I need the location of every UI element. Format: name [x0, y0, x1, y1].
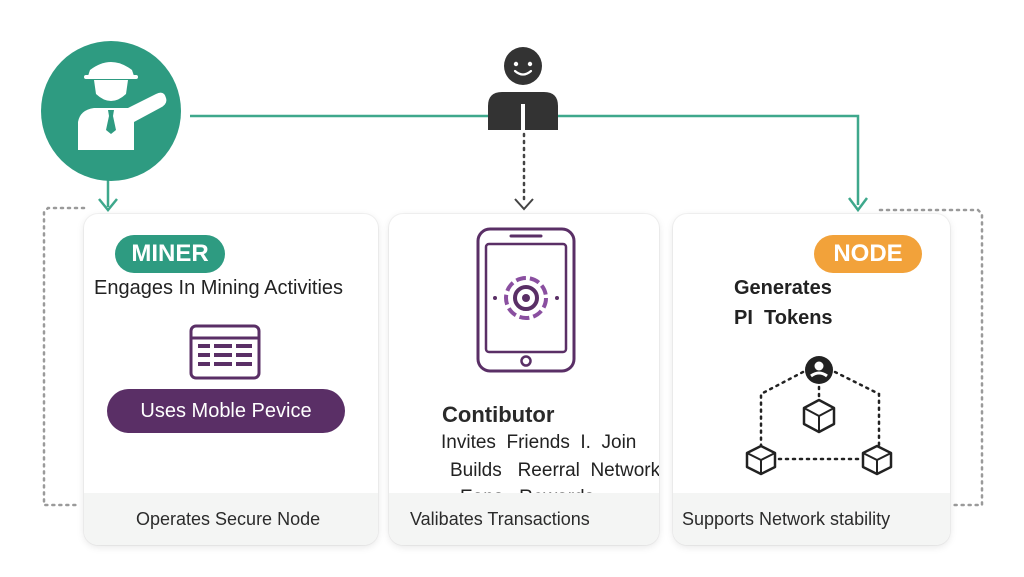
node-network-icon	[741, 354, 901, 483]
spreadsheet-icon	[189, 324, 261, 387]
node-footer: Supports Network stability	[673, 493, 950, 545]
node-line-2: PI Tokens	[734, 307, 833, 329]
smartphone-icon	[475, 226, 579, 381]
miner-card: MINER Engages In Mining Activities Uses …	[84, 214, 378, 545]
node-badge: NODE	[814, 235, 922, 273]
contributor-card: Contibutor Invites Friends I. Join Build…	[389, 214, 659, 545]
miner-heading: Engages In Mining Activities	[94, 277, 344, 299]
contributor-footer: Valibates Transactions	[389, 493, 659, 545]
contributor-line-1: Invites Friends I. Join	[441, 432, 637, 453]
person-icon	[484, 46, 562, 132]
miner-with-hardhat-icon	[38, 38, 184, 184]
uses-mobile-device-button[interactable]: Uses Moble Pevice	[107, 389, 345, 433]
node-line-1: Generates	[734, 277, 832, 299]
contributor-line-2: Builds Reerral Network	[450, 460, 659, 481]
contributor-title: Contibutor	[442, 402, 555, 427]
node-card: NODE Generates PI Tokens	[673, 214, 950, 545]
miner-footer: Operates Secure Node	[84, 493, 378, 545]
miner-badge: MINER	[115, 235, 225, 273]
